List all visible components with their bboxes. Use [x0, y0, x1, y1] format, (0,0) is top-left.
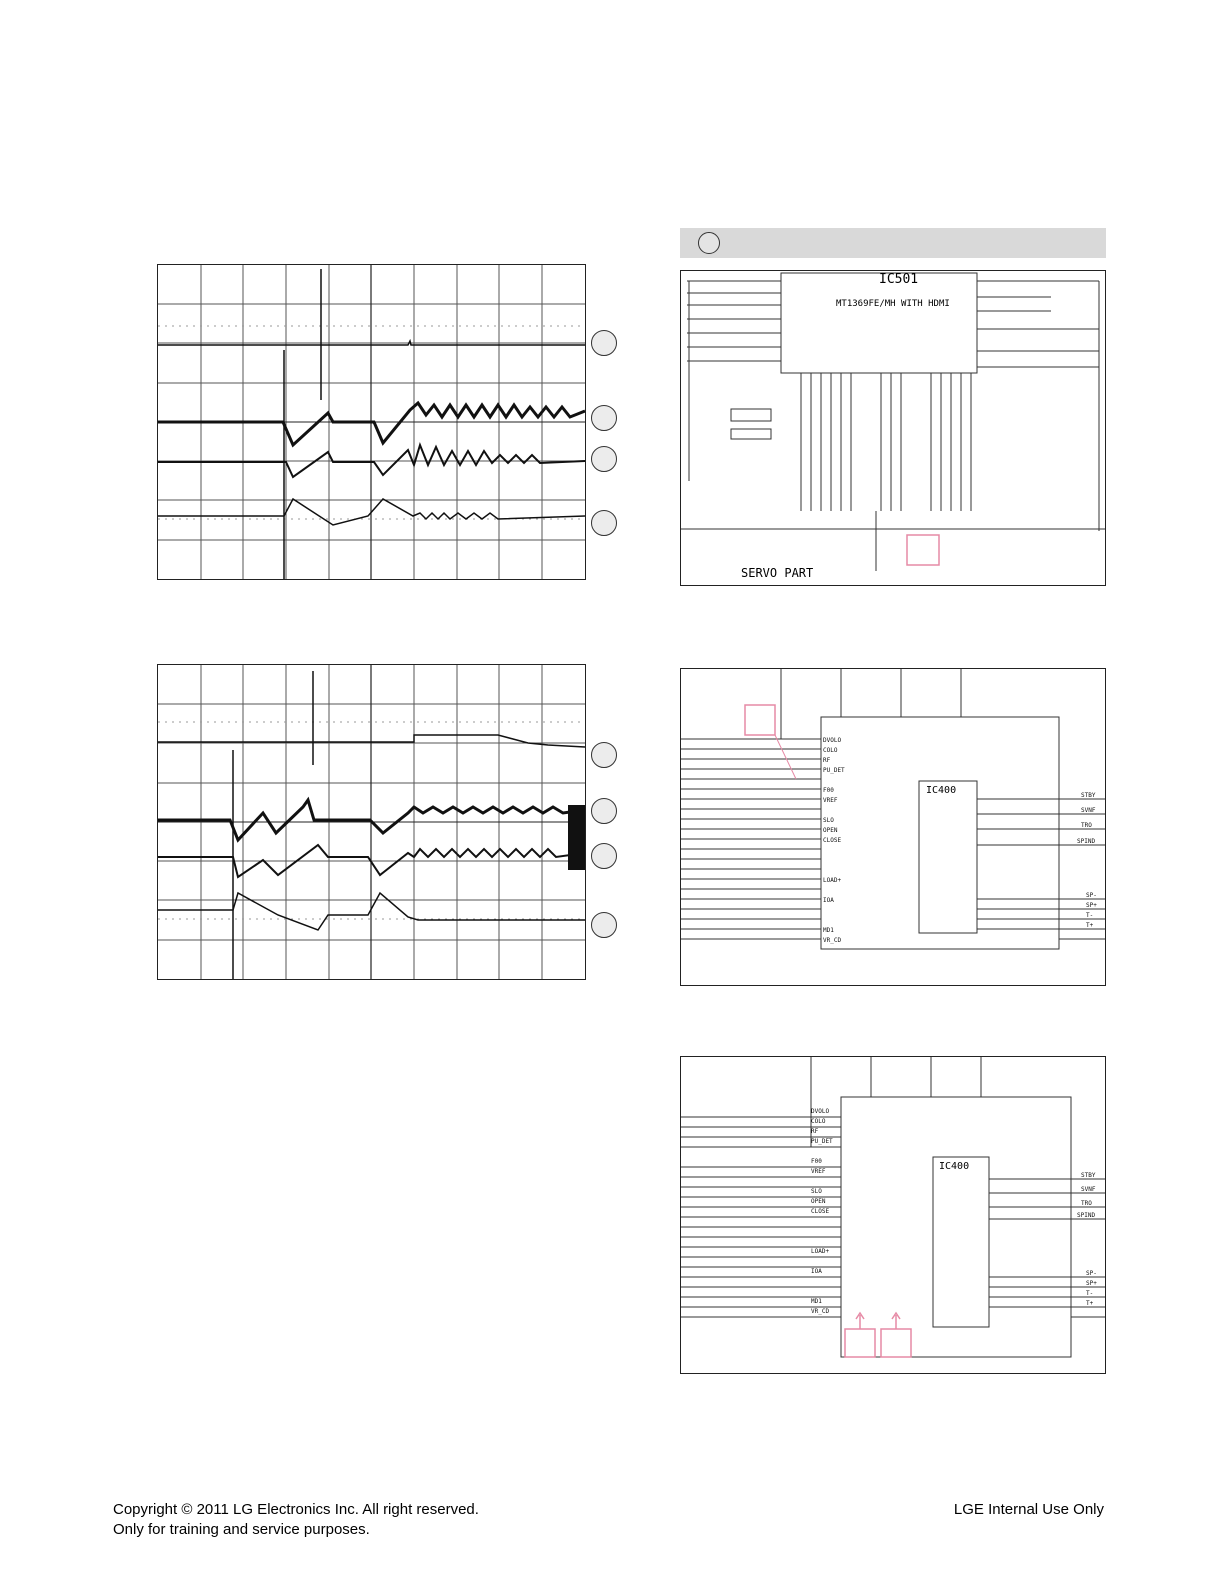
copyright-text: Copyright © 2011 LG Electronics Inc. All… [113, 1501, 479, 1518]
signal-spind-b: SPIND [1077, 1212, 1095, 1219]
signal-dvolo: DVOLO [823, 737, 841, 744]
signal-stby: STBY [1081, 792, 1096, 799]
ic400-label-b: IC400 [939, 1161, 969, 1172]
signal-f00: F00 [823, 787, 834, 794]
signal-close-b: CLOSE [811, 1208, 829, 1215]
scope-marker-4 [591, 510, 617, 536]
scope-trace-bottom [158, 665, 585, 979]
schematic-ic400-a: IC400 DVOLO COLO RF PU_DET F00 VREF SLO … [680, 668, 1106, 986]
signal-t-plus: T+ [1086, 922, 1094, 929]
scope-marker-8 [591, 912, 617, 938]
signal-md1: MD1 [823, 927, 834, 934]
signal-dvolo-b: DVOLO [811, 1108, 829, 1115]
ic400-label-a: IC400 [926, 785, 956, 796]
ic501-title: IC501 [879, 272, 918, 287]
footer-copyright: Copyright © 2011 LG Electronics Inc. All… [113, 1500, 479, 1540]
scope-marker-2 [591, 405, 617, 431]
ic501-subtitle: MT1369FE/MH WITH HDMI [836, 299, 950, 309]
signal-f00-b: F00 [811, 1158, 822, 1165]
scope-marker-1 [591, 330, 617, 356]
scope-marker-3 [591, 446, 617, 472]
signal-vref-b: VREF [811, 1168, 826, 1175]
scope-marker-7 [591, 843, 617, 869]
schematic-servo-part: IC501 MT1369FE/MH WITH HDMI SERVO PART [680, 270, 1106, 586]
signal-sp-plus-b: SP+ [1086, 1280, 1097, 1287]
signal-slo: SLO [823, 817, 834, 824]
signal-stby-b: STBY [1081, 1172, 1096, 1179]
signal-sp-minus: SP- [1086, 892, 1097, 899]
signal-vr-cd-b: VR_CD [811, 1308, 829, 1315]
signal-vref: VREF [823, 797, 838, 804]
signal-ioa: IOA [823, 897, 834, 904]
signal-load-b: LOAD+ [811, 1248, 829, 1255]
signal-open-b: OPEN [811, 1198, 826, 1205]
signal-svnf: SVNF [1081, 807, 1096, 814]
schematic-diagram-3: IC400 DVOLO COLO RF PU_DET F00 VREF SLO … [681, 1057, 1105, 1358]
servo-part-label: SERVO PART [741, 566, 813, 580]
purpose-text: Only for training and service purposes. [113, 1521, 370, 1538]
section-header-bar [680, 228, 1106, 258]
signal-t-minus-b: T- [1086, 1290, 1093, 1297]
signal-pu-det: PU_DET [823, 767, 845, 774]
signal-t-plus-b: T+ [1086, 1300, 1094, 1307]
signal-slo-b: SLO [811, 1188, 822, 1195]
signal-colo: COLO [823, 747, 838, 754]
signal-ioa-b: IOA [811, 1268, 822, 1275]
signal-open: OPEN [823, 827, 838, 834]
schematic-diagram-2: IC400 DVOLO COLO RF PU_DET F00 VREF SLO … [681, 669, 1105, 950]
signal-rf: RF [823, 757, 831, 764]
signal-sp-plus: SP+ [1086, 902, 1097, 909]
signal-md1-b: MD1 [811, 1298, 822, 1305]
signal-pu-det-b: PU_DET [811, 1138, 833, 1145]
scope-trace-top [158, 265, 585, 579]
footer-internal: LGE Internal Use Only [953, 1501, 1104, 1518]
signal-svnf-b: SVNF [1081, 1186, 1096, 1193]
signal-t-minus: T- [1086, 912, 1093, 919]
signal-vr-cd: VR_CD [823, 937, 841, 944]
oscilloscope-panel-bottom [157, 664, 586, 980]
signal-sp-minus-b: SP- [1086, 1270, 1097, 1277]
scope-marker-5 [591, 742, 617, 768]
scope-marker-6 [591, 798, 617, 824]
signal-colo-b: COLO [811, 1118, 826, 1125]
schematic-diagram-1: IC501 MT1369FE/MH WITH HDMI SERVO PART [681, 272, 1105, 580]
oscilloscope-panel-top [157, 264, 586, 580]
signal-spind: SPIND [1077, 838, 1095, 845]
section-marker-circle [698, 232, 720, 254]
schematic-ic400-b: IC400 DVOLO COLO RF PU_DET F00 VREF SLO … [680, 1056, 1106, 1374]
signal-close: CLOSE [823, 837, 841, 844]
signal-tro-b: TRO [1081, 1200, 1092, 1207]
signal-load: LOAD+ [823, 877, 841, 884]
signal-tro: TRO [1081, 822, 1092, 829]
signal-rf-b: RF [811, 1128, 819, 1135]
